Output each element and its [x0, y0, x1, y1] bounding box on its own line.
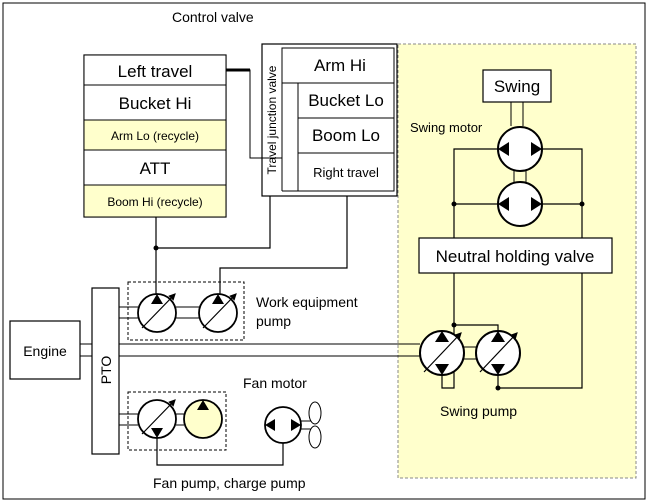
left-control-valve: Left travel Bucket Hi Arm Lo (recycle) A… [83, 54, 227, 218]
spool-att [83, 149, 227, 186]
spool-arm-lo [83, 119, 227, 151]
pto-label: PTO [98, 356, 114, 385]
pto-box [91, 287, 120, 455]
neutral-holding-valve-label: Neutral holding valve [436, 247, 595, 266]
valve-to-pump-line [155, 196, 271, 249]
spool-label: Bucket Hi [119, 94, 192, 113]
fan-motor-label: Fan motor [243, 375, 307, 391]
spool-arm-hi [281, 47, 395, 84]
spool-boom-lo [297, 117, 395, 154]
swing-label: Swing [494, 77, 540, 96]
swing-pump-label: Swing pump [440, 403, 517, 419]
swing-motor-lower [497, 181, 543, 227]
travel-junction-valve-label: Travel junction valve [265, 65, 279, 174]
work-pump-group [127, 281, 245, 341]
spool-label: ATT [140, 159, 171, 178]
spool-label: Bucket Lo [308, 91, 384, 110]
spool-label: Arm Lo (recycle) [111, 129, 199, 143]
spool-bucket-lo [297, 82, 395, 119]
spool-label: Right travel [313, 165, 379, 180]
spool-right-travel [297, 152, 395, 192]
spool-boom-hi [83, 184, 227, 218]
swing-motor-label: Swing motor [410, 120, 483, 135]
work-pump-2 [198, 293, 238, 333]
spool-left-travel [83, 54, 227, 86]
control-valve-label: Control valve [172, 9, 254, 25]
fan-motor [264, 401, 322, 449]
fan-pump [137, 399, 177, 439]
swing-pump-1 [419, 330, 465, 376]
work-equipment-pump-label-2: pump [256, 313, 291, 329]
spool-label: Left travel [118, 62, 193, 81]
spool-bucket-hi [83, 84, 227, 121]
charge-pump [183, 399, 223, 439]
spool-label: Boom Lo [312, 126, 380, 145]
engine-box [9, 320, 81, 380]
swing-motor-upper [497, 126, 543, 172]
spool-label: Arm Hi [314, 56, 366, 75]
swing-pump-2 [475, 330, 521, 376]
spool-label: Boom Hi (recycle) [107, 195, 202, 209]
fan-pump-group [127, 391, 227, 451]
engine-label: Engine [23, 343, 67, 359]
neutral-holding-valve-box [418, 237, 613, 274]
right-control-valve: Arm Hi Bucket Lo Boom Lo Right travel Tr… [261, 43, 398, 197]
fan-charge-pump-label: Fan pump, charge pump [153, 475, 306, 491]
work-equipment-pump-label: Work equipment [256, 294, 358, 310]
fan-blade-icon [308, 401, 322, 425]
work-pump-1 [137, 293, 177, 333]
swing-box [482, 69, 552, 103]
